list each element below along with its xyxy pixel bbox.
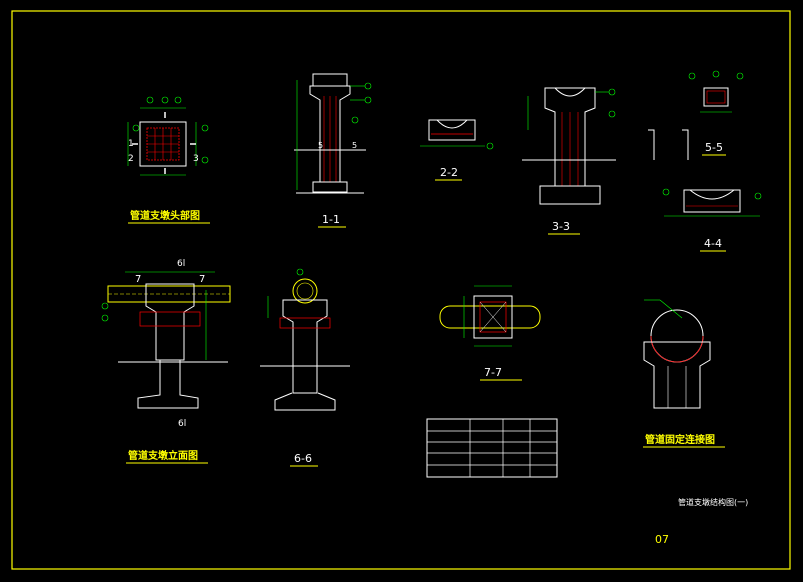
title-section-2-2: 2-2 (440, 166, 458, 179)
section-4-4: 4-4 (662, 188, 762, 252)
section-1-1-cut-label-left: 5 (318, 141, 323, 150)
elevation-bottom-label: 6l (178, 419, 186, 429)
sheet-number: 07 (655, 533, 669, 546)
section-1-1: 5 5 1-1 (294, 73, 372, 228)
head-cut-label-1: 1 (128, 139, 134, 149)
title-head-plan: 管道支墩头部图 (130, 209, 200, 222)
sheet-border (11, 10, 791, 570)
title-section-6-6: 6-6 (294, 452, 312, 465)
elevation-cut-right: 7 (199, 274, 205, 285)
section-1-1-cut-label-right: 5 (352, 141, 357, 150)
elevation-view: 6l 6l 7 7 管道支墩立面图 (101, 259, 231, 464)
material-table (426, 418, 558, 478)
section-3-3: 3-3 (522, 87, 616, 235)
head-cut-label-3: 3 (193, 154, 199, 164)
elevation-cut-left: 7 (135, 274, 141, 285)
sheet-caption: 管道支墩结构图(一) (678, 497, 748, 507)
section-2-2: 2-2 (420, 119, 494, 181)
elevation-top-label: 6l (177, 259, 185, 269)
title-section-5-5: 5-5 (705, 141, 723, 154)
title-section-3-3: 3-3 (552, 220, 570, 233)
section-6-6: 6-6 (260, 268, 350, 467)
fixing-detail: 管道固定连接图 (643, 299, 725, 448)
title-fixing: 管道固定连接图 (645, 433, 715, 446)
title-section-4-4: 4-4 (704, 237, 722, 250)
section-7-7: 7-7 (439, 285, 541, 381)
title-section-1-1: 1-1 (322, 213, 340, 226)
section-5-5: 5-5 (648, 70, 744, 160)
title-section-7-7: 7-7 (484, 366, 502, 379)
title-elevation: 管道支墩立面图 (128, 449, 198, 462)
head-cut-label-2: 2 (128, 154, 134, 164)
head-plan-view: 1 2 3 管道支墩头部图 (127, 96, 210, 224)
